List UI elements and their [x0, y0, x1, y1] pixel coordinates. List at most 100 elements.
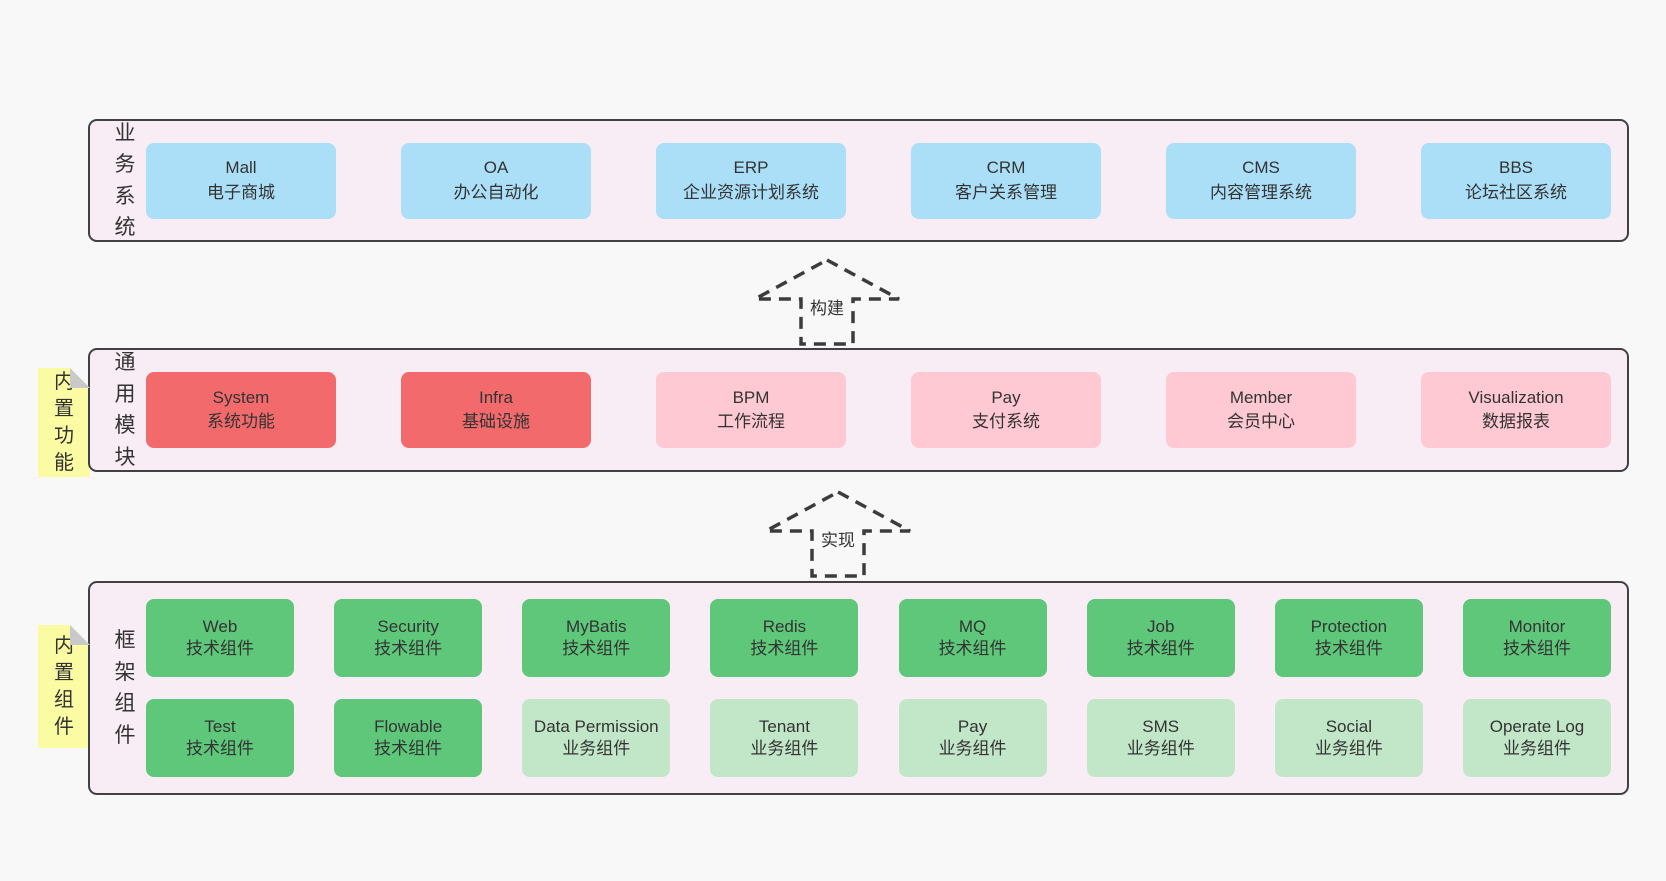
box-subtitle: 数据报表: [1482, 412, 1550, 431]
build-arrow-label: 构建: [810, 299, 844, 318]
box-title: Pay: [991, 387, 1021, 407]
box-subtitle: 工作流程: [717, 412, 785, 431]
box-title: OA: [483, 158, 509, 178]
box-title: Infra: [478, 387, 514, 407]
box-title: Security: [377, 616, 439, 636]
box-member: Member 会员中心: [1166, 372, 1356, 448]
layer-business-systems: 业务系统 Mall 电子商城 OA 办公自动化 ERP 企业资源计划系统 CRM: [88, 119, 1629, 242]
box-crm: CRM 客户关系管理: [911, 142, 1101, 219]
layer-label-common-modules: 通用模块: [114, 351, 136, 469]
box-title: Monitor: [1508, 616, 1566, 636]
box-monitor: Monitor 技术组件: [1462, 599, 1611, 677]
box-subtitle: 电子商城: [207, 182, 275, 202]
box-subtitle: 系统功能: [207, 412, 275, 431]
layer-label-framework-components: 框架组件: [114, 629, 136, 747]
box-subtitle: 业务组件: [1126, 739, 1195, 758]
box-bbs: BBS 论坛社区系统: [1421, 142, 1611, 219]
box-mq: MQ 技术组件: [898, 599, 1047, 677]
box-operate-log: Operate Log 业务组件: [1462, 699, 1611, 777]
box-flowable: Flowable 技术组件: [334, 699, 483, 777]
box-title: BBS: [1498, 158, 1534, 178]
box-subtitle: 支付系统: [972, 412, 1040, 431]
box-title: Protection: [1310, 616, 1388, 636]
box-redis: Redis 技术组件: [710, 599, 859, 677]
box-social: Social 业务组件: [1274, 699, 1423, 777]
box-system: System 系统功能: [146, 372, 336, 448]
box-subtitle: 业务组件: [1502, 739, 1571, 758]
modules-box-row: System 系统功能 Infra 基础设施 BPM 工作流程 Pay 支付系统…: [146, 372, 1611, 448]
box-title: Web: [202, 616, 238, 636]
box-mall: Mall 电子商城: [146, 142, 336, 219]
note-fold-corner-icon: [70, 368, 90, 388]
box-mybatis: MyBatis 技术组件: [522, 599, 671, 677]
box-title: Data Permission: [533, 716, 659, 736]
box-subtitle: 技术组件: [562, 639, 631, 658]
box-title: SMS: [1142, 716, 1180, 736]
box-subtitle: 技术组件: [186, 639, 254, 658]
box-web: Web 技术组件: [146, 599, 294, 677]
box-subtitle: 业务组件: [938, 739, 1007, 758]
box-subtitle: 技术组件: [938, 639, 1007, 658]
box-title: Operate Log: [1489, 716, 1585, 736]
box-subtitle: 办公自动化: [453, 182, 539, 202]
box-title: Test: [204, 716, 236, 736]
box-title: Flowable: [374, 716, 443, 736]
components-box-row-2: Test 技术组件 Flowable 技术组件 Data Permission …: [146, 699, 1611, 777]
box-title: BPM: [732, 387, 770, 407]
box-erp: ERP 企业资源计划系统: [656, 142, 846, 219]
box-protection: Protection 技术组件: [1274, 599, 1423, 677]
box-pay-biz: Pay 业务组件: [898, 699, 1047, 777]
box-subtitle: 技术组件: [374, 639, 443, 658]
box-title: System: [212, 387, 270, 407]
box-title: Job: [1146, 616, 1175, 636]
box-title: Tenant: [758, 716, 810, 736]
box-subtitle: 技术组件: [1314, 639, 1383, 658]
business-box-area: Mall 电子商城 OA 办公自动化 ERP 企业资源计划系统 CRM 客户关系…: [146, 121, 1611, 240]
box-infra: Infra 基础设施: [401, 372, 591, 448]
note-fold-corner-icon: [70, 625, 90, 645]
modules-box-area: System 系统功能 Infra 基础设施 BPM 工作流程 Pay 支付系统…: [146, 350, 1611, 470]
box-bpm: BPM 工作流程: [656, 372, 846, 448]
box-subtitle: 业务组件: [562, 739, 631, 758]
box-title: Pay: [957, 716, 988, 736]
layer-common-modules: 通用模块 System 系统功能 Infra 基础设施 BPM 工作流程 Pay: [88, 348, 1629, 472]
box-subtitle: 业务组件: [1314, 739, 1383, 758]
box-data-permission: Data Permission 业务组件: [522, 699, 671, 777]
layer-framework-components: 框架组件 Web 技术组件 Security 技术组件 MyBatis 技术组件…: [88, 581, 1629, 795]
implement-arrow-label: 实现: [821, 531, 855, 550]
box-title: ERP: [733, 158, 769, 178]
box-visualization: Visualization 数据报表: [1421, 372, 1611, 448]
box-subtitle: 技术组件: [1502, 639, 1571, 658]
box-subtitle: 技术组件: [1126, 639, 1195, 658]
box-subtitle: 内容管理系统: [1210, 182, 1312, 202]
box-title: MQ: [958, 616, 987, 636]
box-subtitle: 技术组件: [750, 639, 819, 658]
business-box-row: Mall 电子商城 OA 办公自动化 ERP 企业资源计划系统 CRM 客户关系…: [146, 142, 1611, 219]
box-title: Visualization: [1468, 387, 1564, 407]
box-title: Social: [1325, 716, 1372, 736]
box-subtitle: 技术组件: [186, 739, 254, 758]
box-title: MyBatis: [566, 616, 627, 636]
box-tenant: Tenant 业务组件: [710, 699, 859, 777]
implement-arrow-icon: 实现: [765, 490, 911, 578]
box-title: CMS: [1242, 158, 1280, 178]
box-title: Member: [1229, 387, 1293, 407]
layer-label-business-systems: 业务系统: [114, 121, 136, 240]
box-subtitle: 论坛社区系统: [1465, 182, 1567, 202]
box-test: Test 技术组件: [146, 699, 294, 777]
box-cms: CMS 内容管理系统: [1166, 142, 1356, 219]
box-subtitle: 会员中心: [1227, 412, 1295, 431]
box-subtitle: 基础设施: [462, 412, 530, 431]
components-box-row-1: Web 技术组件 Security 技术组件 MyBatis 技术组件 Redi…: [146, 599, 1611, 677]
box-job: Job 技术组件: [1086, 599, 1235, 677]
sticky-note-built-in-components: 内置组件: [38, 625, 90, 748]
build-arrow-icon: 构建: [754, 258, 900, 346]
sticky-note-built-in-functions: 内置功能: [38, 368, 90, 477]
box-oa: OA 办公自动化: [401, 142, 591, 219]
box-sms: SMS 业务组件: [1086, 699, 1235, 777]
box-subtitle: 客户关系管理: [955, 182, 1057, 202]
box-title: Mall: [225, 158, 257, 178]
box-title: CRM: [986, 158, 1026, 178]
box-subtitle: 技术组件: [374, 739, 443, 758]
